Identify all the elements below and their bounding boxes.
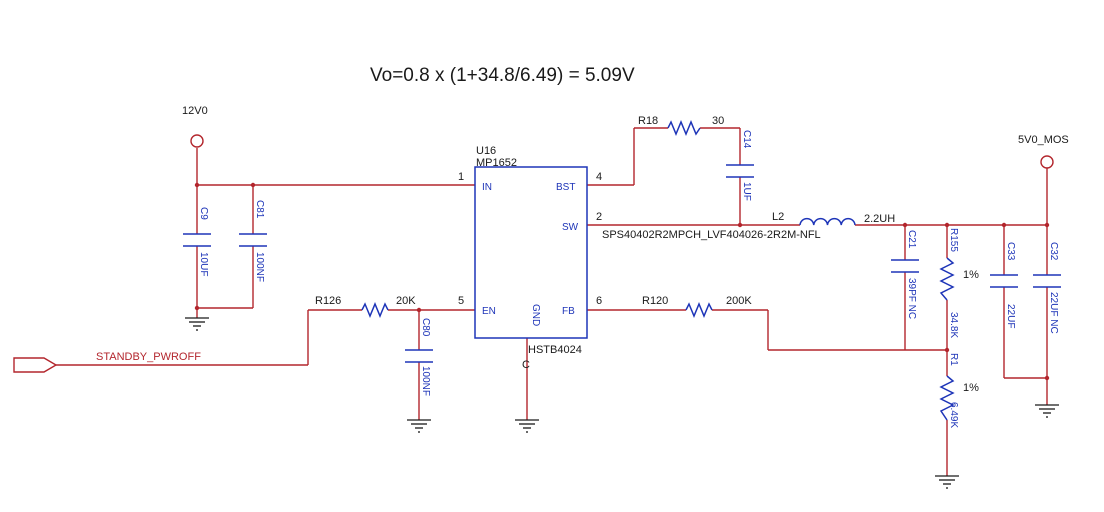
svg-text:1%: 1% [963,269,979,281]
svg-text:5: 5 [458,295,464,307]
svg-text:C14: C14 [741,130,752,149]
resistor-r126: R126 20K [315,295,416,318]
capacitor-c14: C14 1UF [726,130,754,201]
svg-text:C: C [522,359,530,371]
inductor-l2: L2 2.2UH SPS40402R2MPCH_LVF404026-2R2M-N… [602,211,895,241]
capacitor-c32: C32 22UF NC [1033,242,1061,334]
svg-text:R126: R126 [315,295,341,307]
svg-text:4: 4 [596,171,602,183]
svg-text:22UF: 22UF [1005,304,1016,328]
svg-text:GND: GND [530,304,541,326]
svg-text:FB: FB [562,306,575,317]
svg-text:HSTB4024: HSTB4024 [528,344,582,356]
svg-text:SPS40402R2MPCH_LVF404026-2R2M-: SPS40402R2MPCH_LVF404026-2R2M-NFL [602,229,821,241]
svg-text:IN: IN [482,182,492,193]
svg-text:30: 30 [712,115,724,127]
svg-text:200K: 200K [726,295,752,307]
net-port-standby: STANDBY_PWROFF [13,351,201,373]
svg-text:6.49K: 6.49K [948,402,959,428]
resistor-r155: R155 1% 34.8K [939,228,979,338]
svg-text:5V0_MOS: 5V0_MOS [1018,134,1069,146]
svg-text:2: 2 [596,211,602,223]
svg-text:22UF NC: 22UF NC [1048,292,1059,334]
capacitor-c33: C33 22UF [990,242,1018,328]
svg-text:L2: L2 [772,211,784,223]
svg-text:BST: BST [556,182,575,193]
capacitor-c81: C81 100NF [239,200,267,282]
ground-icon [935,475,959,489]
svg-text:10UF: 10UF [198,252,209,276]
svg-text:R1: R1 [948,353,959,366]
svg-text:C32: C32 [1048,242,1059,261]
svg-text:STANDBY_PWROFF: STANDBY_PWROFF [96,351,201,363]
svg-text:1UF: 1UF [741,182,752,201]
svg-text:SW: SW [562,222,579,233]
ground-icon [185,317,209,331]
ground-icon [407,419,431,433]
svg-text:1%: 1% [963,382,979,394]
svg-text:U16: U16 [476,145,496,157]
power-port-5v0-mos: 5V0_MOS [1018,134,1069,169]
capacitor-c21: C21 39PF NC [891,230,919,319]
svg-text:100NF: 100NF [254,252,265,282]
capacitor-c9: C9 10UF [183,207,211,276]
svg-text:R18: R18 [638,115,658,127]
svg-text:R155: R155 [948,228,959,252]
svg-text:34.8K: 34.8K [948,312,959,338]
svg-text:C21: C21 [906,230,917,249]
svg-text:C9: C9 [198,207,209,220]
svg-text:C80: C80 [420,318,431,337]
capacitor-c80: C80 100NF [405,318,433,396]
resistor-r1: R1 1% 6.49K [939,353,979,428]
power-port-12v0: 12V0 [182,105,208,148]
svg-text:1: 1 [458,171,464,183]
svg-text:MP1652: MP1652 [476,157,517,169]
svg-text:2.2UH: 2.2UH [864,213,895,225]
svg-text:C81: C81 [254,200,265,219]
svg-text:20K: 20K [396,295,416,307]
svg-text:C33: C33 [1005,242,1016,261]
wires [56,127,1048,476]
svg-text:EN: EN [482,306,496,317]
ground-icon [515,419,539,433]
svg-text:12V0: 12V0 [182,105,208,117]
resistor-r120: R120 200K [642,295,752,318]
svg-text:39PF NC: 39PF NC [906,278,917,319]
svg-text:100NF: 100NF [420,366,431,396]
formula-text: Vo=0.8 x (1+34.8/6.49) = 5.09V [370,65,635,86]
ground-icon [1035,404,1059,418]
svg-text:R120: R120 [642,295,668,307]
svg-text:6: 6 [596,295,602,307]
junctions [194,182,1050,381]
resistor-r18: R18 30 [638,115,724,136]
ic-u16: U16 MP1652 HSTB4024 IN BST SW EN FB GND … [458,145,602,371]
